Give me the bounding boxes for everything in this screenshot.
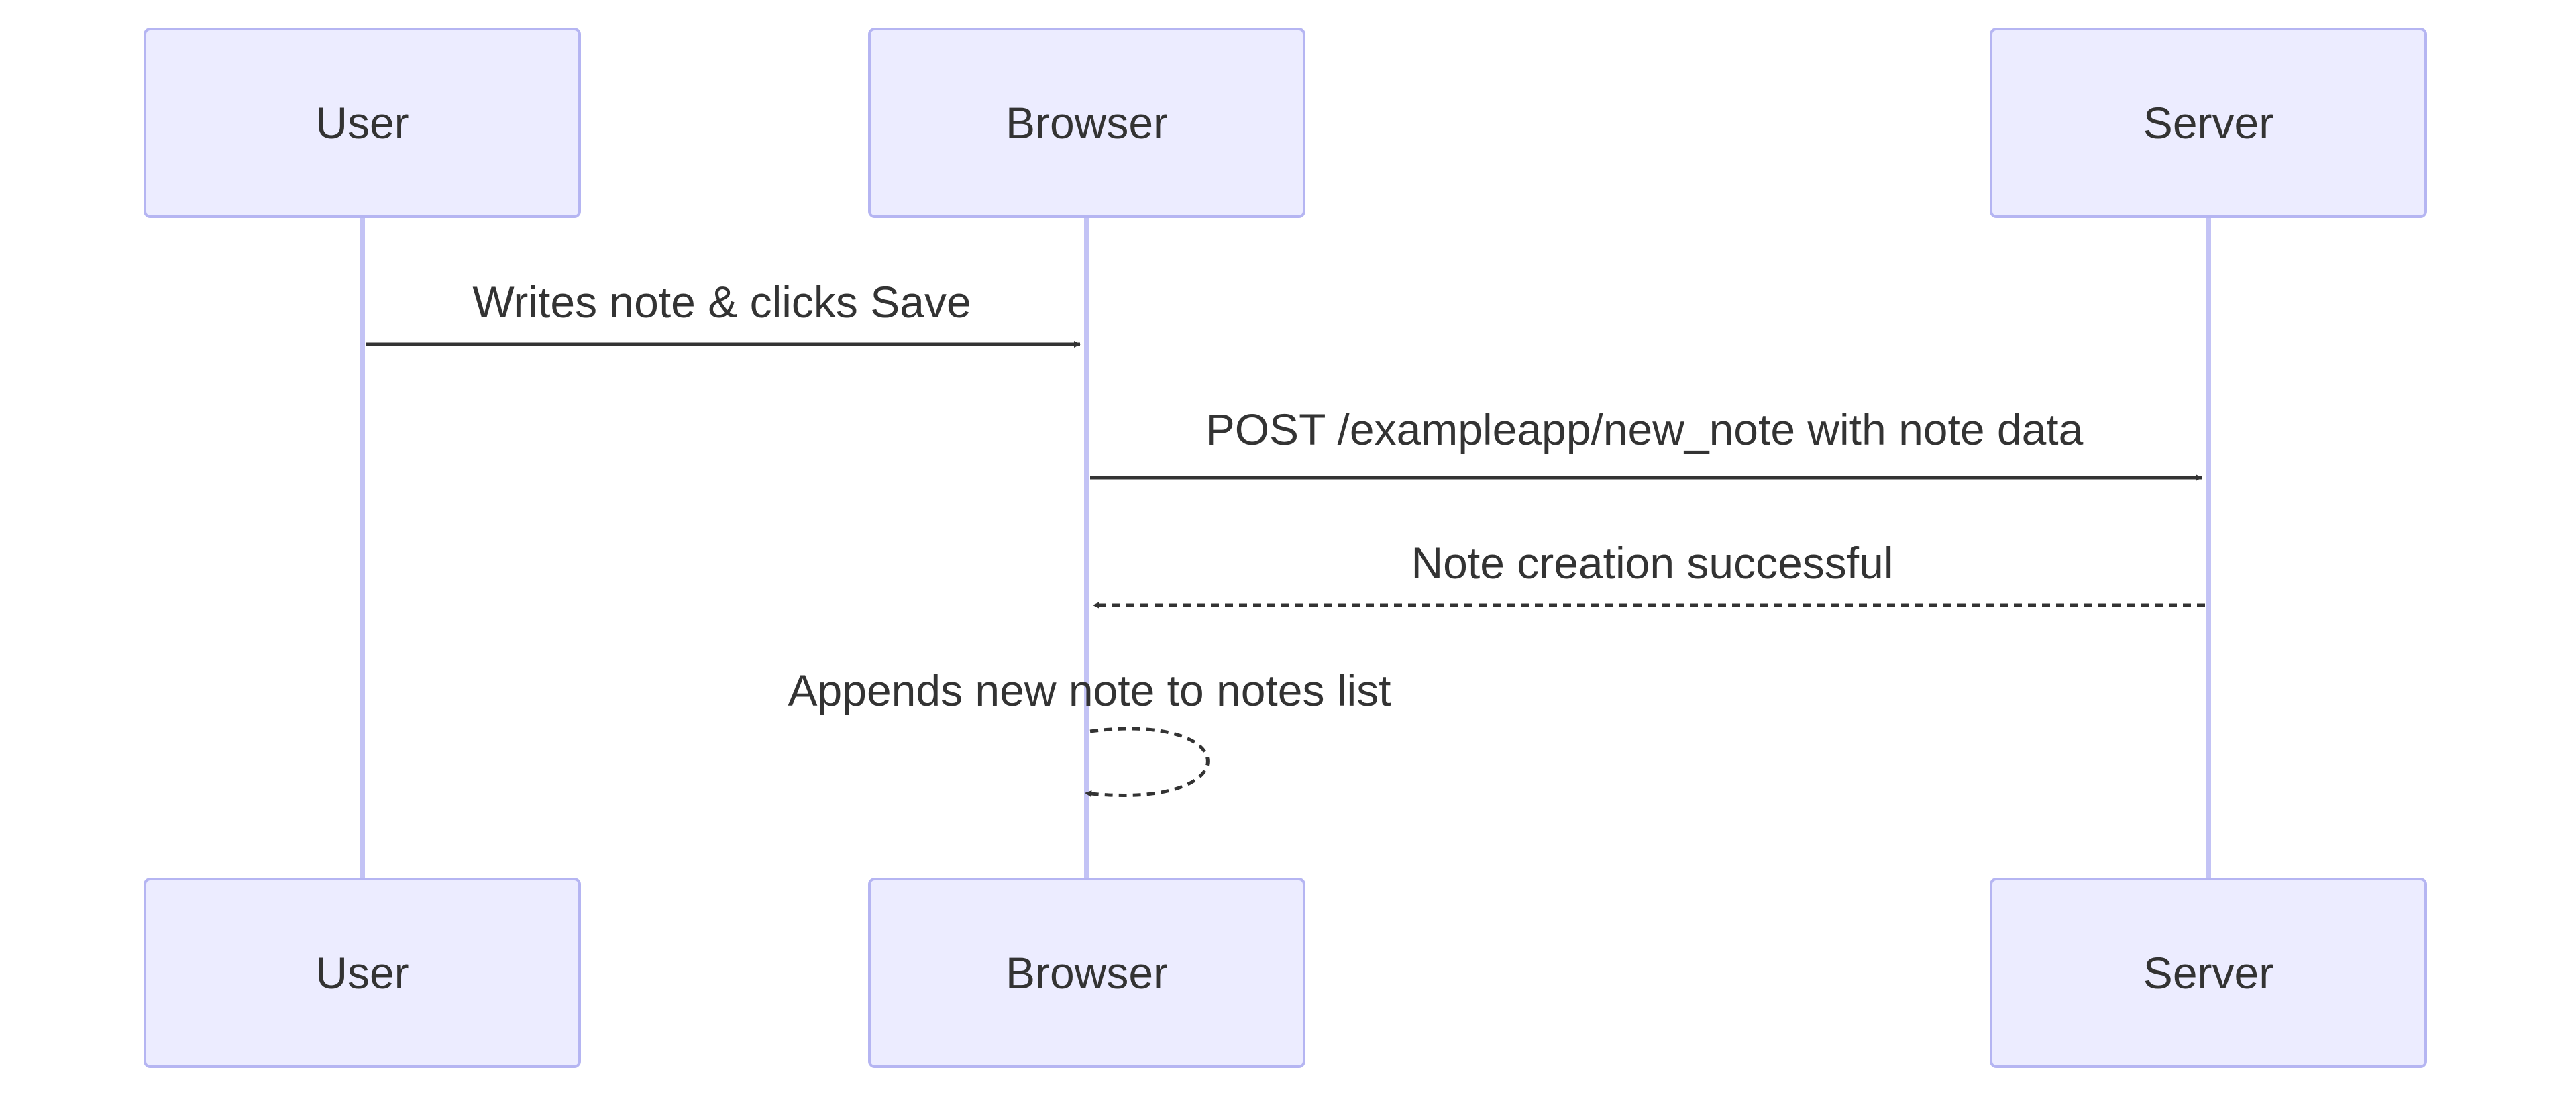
message-browser-self: Appends new note to notes list [788, 666, 1391, 797]
message-browser-to-server: POST /exampleapp/new_note with note data [1090, 405, 2202, 481]
actor-browser-top: Browser [868, 28, 1305, 218]
actor-user-bottom-label: User [315, 948, 409, 998]
message-4-arrow [1085, 727, 1210, 797]
message-server-to-browser: Note creation successful [1093, 538, 2205, 609]
message-3-label: Note creation successful [1411, 538, 1893, 588]
message-2-label: POST /exampleapp/new_note with note data [1205, 405, 2084, 454]
actor-server-bottom-label: Server [2143, 948, 2273, 998]
actor-server-top: Server [1990, 28, 2427, 218]
actor-server-bottom: Server [1990, 878, 2427, 1068]
message-4-label: Appends new note to notes list [788, 666, 1391, 715]
actor-server-top-label: Server [2143, 98, 2273, 148]
actor-browser-top-label: Browser [1006, 98, 1168, 148]
actor-user-top-label: User [315, 98, 409, 148]
message-1-label: Writes note & clicks Save [472, 277, 971, 327]
message-user-to-browser: Writes note & clicks Save [366, 277, 1081, 348]
actor-browser-bottom-label: Browser [1006, 948, 1168, 998]
actor-user-bottom: User [144, 878, 581, 1068]
actor-user-top: User [144, 28, 581, 218]
actor-browser-bottom: Browser [868, 878, 1305, 1068]
